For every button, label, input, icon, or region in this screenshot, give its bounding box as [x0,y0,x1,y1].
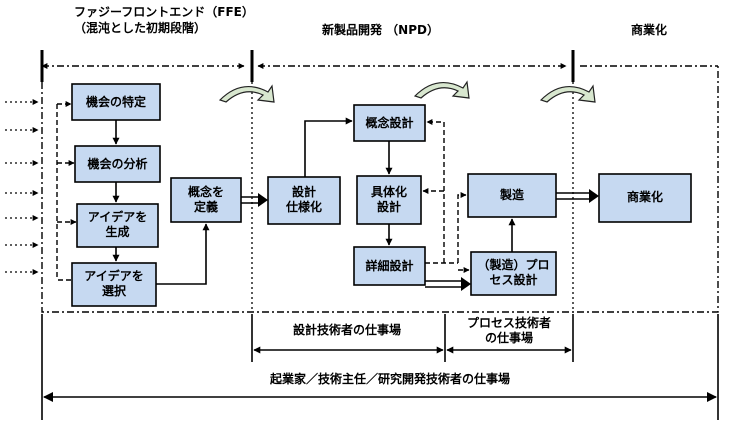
ffe-feedback [56,101,77,281]
label-concept-design: 概念設計 [365,116,414,130]
label-opportunity-identification: 機会の特定 [85,95,146,109]
workplace-brackets [41,314,719,420]
label-design-engineer-workplace: 設計技術者の仕事場 [292,323,401,337]
label-process-design: （製造）プロ セス設計 [477,258,550,287]
box-manufacturing [467,173,557,218]
box-idea-selection [71,262,157,307]
box-design-specification [267,176,341,225]
box-idea-generation [76,203,159,248]
feedback-detail-to-concept [426,119,445,263]
box-commercialize [598,173,692,223]
phase-boundaries [40,50,718,82]
outer-frame [41,66,719,313]
label-idea-generation: アイデアを 生成 [87,210,148,239]
cycle-arrow-icon [218,84,275,103]
label-process-engineer-workplace: プロセス技術者 の仕事場 [466,316,551,345]
box-opportunity-analysis [74,145,161,183]
label-manufacturing: 製造 [499,188,524,202]
cycle-arrow-icon [413,80,470,99]
incoming-arrows [5,99,39,275]
label-design-specification: 設計 仕様化 [285,185,322,214]
arrow-spec-to-concept-design [304,117,353,177]
box-opportunity-identification [71,83,161,121]
header-ffe: ファジーフロントエンド（FFE） （混沌とした初期段階） [74,5,254,35]
label-entrepreneur-workplace: 起業家／技術主任／研究開発技術者の仕事場 [269,372,510,386]
box-concept-definition [170,177,242,223]
label-opportunity-analysis: 機会の分析 [87,157,148,171]
feedback-to-manufacturing [457,192,467,263]
box-detail-design [353,246,426,286]
box-embodiment-design [356,175,422,225]
arrow-select-to-define [156,223,210,285]
double-arrow-define-to-spec [241,193,268,207]
box-process-design [470,251,557,296]
cycle-arrow-icon [539,84,596,103]
label-embodiment-design: 具体化 設計 [370,185,407,214]
label-idea-selection: アイデアを 選択 [84,269,144,298]
label-concept-definition: 概念を 定義 [187,185,224,214]
header-commercialization: 商業化 [631,23,668,37]
label-detail-design: 詳細設計 [365,259,414,273]
double-arrow-detail-to-process [425,277,471,291]
header-npd: 新製品開発 （NPD） [322,23,439,37]
double-arrow-manufacturing-to-commercialize [556,189,599,203]
label-commercialize: 商業化 [626,190,663,204]
